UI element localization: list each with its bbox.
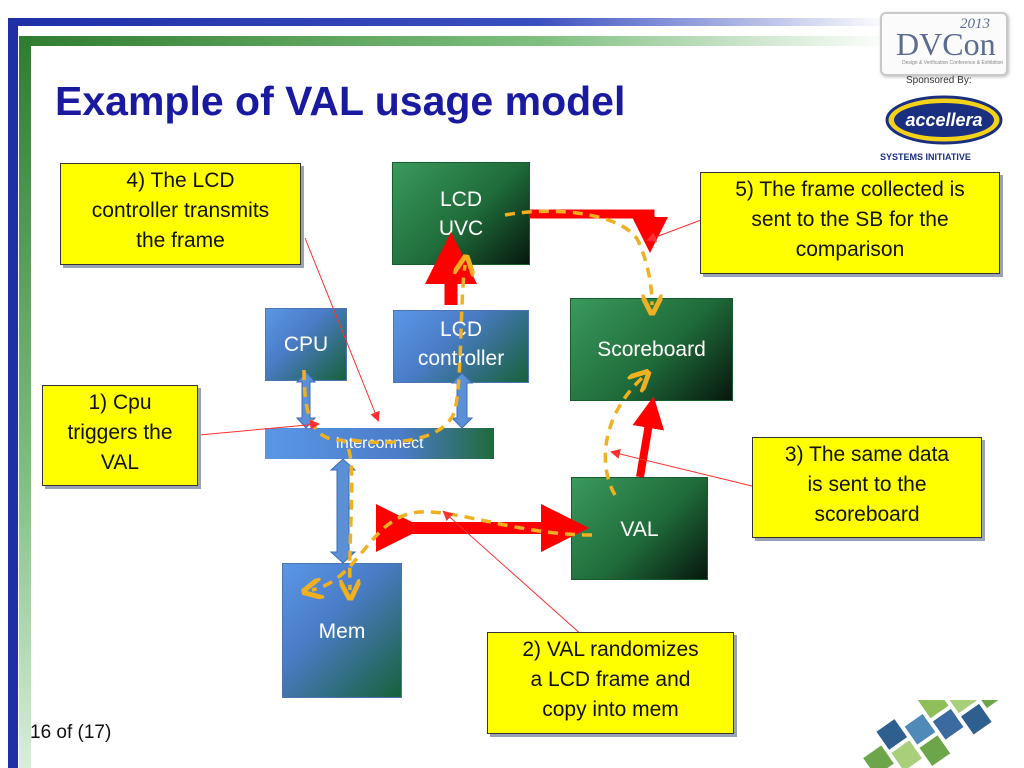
callout-3-line1: 3) The same data xyxy=(784,443,950,466)
dvcon-logo-year: 2013 xyxy=(960,16,990,32)
callout-5-line2: sent to the SB for the xyxy=(751,208,949,231)
mem-label: Mem xyxy=(318,620,366,643)
val-to-scoreboard-arrow xyxy=(632,396,665,478)
callout-3-line2: is sent to the xyxy=(807,473,927,496)
accellera-logo: accellera xyxy=(885,95,1003,145)
left-bar-green xyxy=(19,36,31,768)
cpu-bus-link xyxy=(295,371,317,429)
interconnect-bus: Interconnect xyxy=(265,428,494,459)
uvc-to-scoreboard-arrow xyxy=(530,209,668,253)
val-label: VAL xyxy=(620,518,659,541)
header-bar-blue xyxy=(8,18,888,26)
callout-2-line2: a LCD frame and xyxy=(530,668,691,691)
callout-2-line3: copy into mem xyxy=(542,698,679,721)
val-to-scoreboard-flow xyxy=(603,378,642,496)
sponsored-label: Sponsored By: xyxy=(906,75,972,86)
callout-2-line1: 2) VAL randomizes xyxy=(522,638,699,661)
callout-2-pointer xyxy=(442,510,584,637)
dvcon-logo: DVCon 2013 Design & Verification Confere… xyxy=(880,12,1008,76)
scoreboard-label: Scoreboard xyxy=(597,338,706,361)
callout-1-pointer xyxy=(198,419,320,436)
callout-5-pointer xyxy=(646,219,702,242)
dvcon-logo-text: DVCon xyxy=(896,26,996,62)
left-bar-blue xyxy=(8,18,18,768)
slide-title: Example of VAL usage model xyxy=(55,78,626,124)
cpu-block: CPU xyxy=(265,308,347,381)
callout-1-line3: VAL xyxy=(100,451,140,474)
callout-step-2: 2) VAL randomizes a LCD frame and copy i… xyxy=(487,632,734,734)
header-bar-green xyxy=(19,36,889,46)
slide-page-number: 16 of (17) xyxy=(30,722,112,743)
callout-step-4: 4) The LCD controller transmits the fram… xyxy=(60,163,301,265)
val-to-mem-flow xyxy=(312,510,593,590)
callout-step-3: 3) The same data is sent to the scoreboa… xyxy=(752,437,982,538)
lcd-uvc-label-line1: LCD xyxy=(439,188,482,211)
cpu-to-val-flow xyxy=(302,369,352,590)
callout-4-pointer xyxy=(304,237,380,422)
callout-3-pointer xyxy=(610,449,753,487)
callout-1-line1: 1) Cpu xyxy=(88,391,152,414)
lcd-controller-label-line2: controller xyxy=(417,347,505,370)
callout-4-line1: 4) The LCD xyxy=(126,169,235,192)
cpu-label: CPU xyxy=(283,333,329,356)
callout-4-line2: controller transmits xyxy=(91,199,270,222)
uvc-to-scoreboard-flow xyxy=(504,209,652,305)
callout-3-line3: scoreboard xyxy=(814,503,920,526)
callout-5-line1: 5) The frame collected is xyxy=(735,178,965,201)
callout-5-line3: comparison xyxy=(795,238,905,261)
corner-decoration xyxy=(863,700,1005,768)
accellera-subtitle: SYSTEMS INITIATIVE xyxy=(880,152,971,162)
callout-4-line3: the frame xyxy=(136,229,225,252)
dvcon-logo-subtitle: Design & Verification Conference & Exhib… xyxy=(902,60,1004,66)
callout-1-line2: triggers the xyxy=(67,421,173,444)
callout-step-5: 5) The frame collected is sent to the SB… xyxy=(700,172,1000,274)
val-block: VAL xyxy=(571,477,708,580)
accellera-logo-text: accellera xyxy=(905,110,982,130)
mem-to-lcd-controller-flow xyxy=(351,265,465,445)
callout-step-1: 1) Cpu triggers the VAL xyxy=(42,385,198,486)
